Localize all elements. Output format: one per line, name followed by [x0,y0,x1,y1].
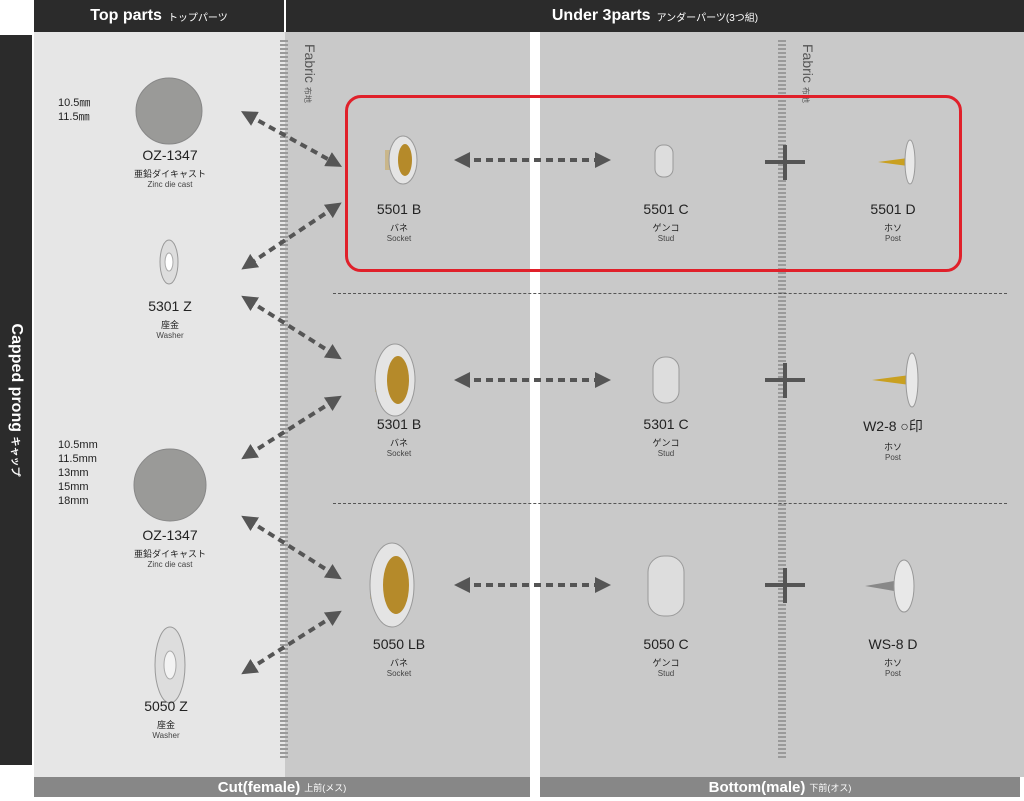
under-parts-title: Under 3parts [551,7,651,24]
size: 18mm [58,495,89,507]
part-jp: 座金 [156,720,175,730]
arrow [241,295,342,360]
part-en: Zinc die cast [147,560,193,569]
post-image [872,352,919,408]
stud-image [652,356,680,404]
part-en: Socket [386,669,412,678]
bottom-label-jp: 下前(オス) [809,782,852,793]
cut-label-jp: 上前(メス) [304,782,347,793]
part-jp: バネ [389,658,408,668]
size: 11.5mm [58,453,97,465]
post-image [878,139,916,185]
row-divider [333,503,1007,504]
arrow [240,111,343,167]
part-en: Post [884,453,901,462]
socket-image [374,343,416,417]
part-en: Stud [657,669,675,678]
size: 11.5㎜ [58,111,90,123]
stud-image [647,555,685,617]
bottom-label: Bottom(male) [708,778,806,796]
arrow [241,202,342,270]
part-jp: ゲンコ [652,223,680,233]
part-jp: バネ [389,438,408,448]
part-code: 5501 B [376,201,422,217]
cap-image [133,448,207,522]
part-en: Zinc die cast [147,180,193,189]
cut-label: Cut(female) [217,778,301,796]
size: 10.5mm [58,439,98,451]
part-jp: 亜鉛ダイキャスト [133,549,206,559]
cross-icon [765,145,805,180]
part-code: 5050 C [643,636,689,652]
part-jp: ホソ [883,223,902,233]
arrow [241,610,342,675]
part-en: Socket [386,449,412,458]
part-jp: ゲンコ [652,658,680,668]
size: 13mm [58,467,89,479]
part-code: WS-8 D [868,636,918,652]
part-code: 5050 Z [144,698,188,714]
part-code: 5301 Z [148,298,192,314]
capped-prong-label: Capped prong キャップ [0,35,32,765]
top-parts-header: Top parts トップパーツ [34,0,284,32]
fabric-strip-right [778,40,786,760]
post-image [865,559,915,613]
top-parts-title-jp: トップパーツ [167,12,228,24]
highlight-box [345,95,962,272]
part-code: OZ-1347 [142,527,198,543]
cross-icon [765,568,805,603]
part-jp: ホソ [883,442,902,452]
under-parts-header: Under 3parts アンダーパーツ(3つ組) [286,0,1024,32]
part-code: OZ-1347 [142,147,198,163]
part-en: Washer [156,331,184,340]
part-jp: バネ [389,223,408,233]
part-code: 5301 B [376,416,422,432]
socket-image [385,135,418,185]
size: 10.5㎜ [58,97,91,109]
part-en: Post [884,669,901,678]
part-en: Washer [152,731,180,740]
part-code: 5301 C [643,416,689,432]
part-en: Post [884,234,901,243]
arrow [241,395,342,460]
cap-image [135,77,203,145]
part-jp: ゲンコ [652,438,680,448]
cross-icon [765,363,805,398]
size-list: 10.5㎜ 11.5㎜ [58,96,90,124]
size-list: 10.5mm 11.5mm 13mm 15mm 18mm [58,438,98,508]
bottom-footer: Bottom(male)下前(オス) [540,777,1020,797]
part-en: Stud [657,234,675,243]
row-divider [333,293,1007,294]
part-en: Stud [657,449,675,458]
stud-image [654,144,674,178]
part-jp: ホソ [883,658,902,668]
part-code: 5501 D [870,201,916,217]
part-en: Socket [386,234,412,243]
size: 15mm [58,481,89,493]
part-code: 5501 C [643,201,689,217]
part-code: W2-8 ○印 [863,418,923,434]
arrow [241,515,342,580]
top-parts-title: Top parts [90,7,162,24]
socket-image [369,542,415,628]
part-jp: 亜鉛ダイキャスト [133,169,206,179]
under-parts-title-jp: アンダーパーツ(3つ組) [656,12,759,24]
part-jp: 座金 [160,320,179,330]
cut-footer: Cut(female)上前(メス) [34,777,530,797]
part-code: 5050 LB [372,636,426,652]
